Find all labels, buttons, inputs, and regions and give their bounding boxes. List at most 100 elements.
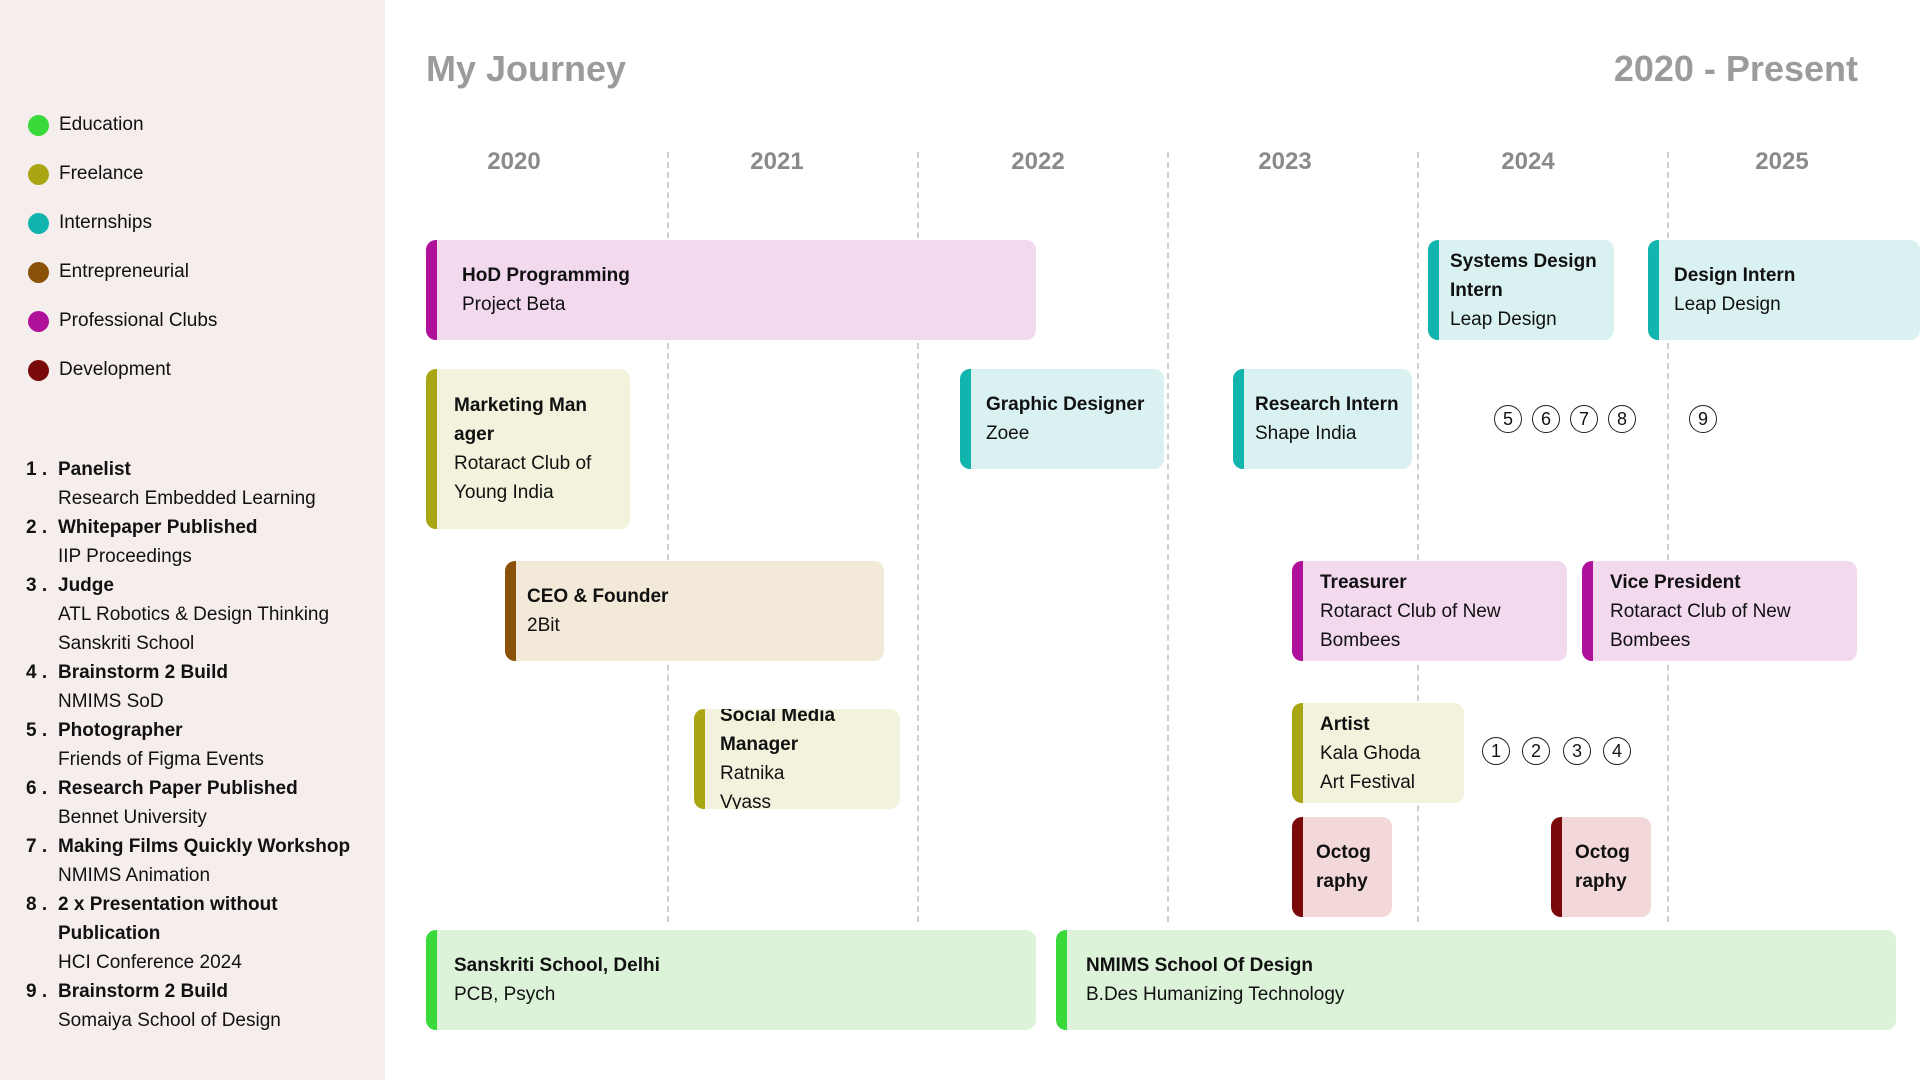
- legend-item: Education: [28, 111, 144, 139]
- legend-label: Entrepreneurial: [59, 261, 189, 282]
- legend-dot-icon: [28, 212, 49, 234]
- legend-dot-icon: [28, 359, 49, 381]
- timeline-card: Octography: [1551, 817, 1651, 917]
- achievement-title: Whitepaper Published: [58, 517, 258, 538]
- achievement-detail: Somaiya School of Design: [58, 1010, 281, 1031]
- achievement-marker-icon: 4: [1603, 737, 1631, 765]
- card-title: Artist: [1320, 713, 1370, 735]
- achievement-title: Panelist: [58, 459, 131, 480]
- category-bar: [1428, 240, 1439, 340]
- card-title: Research Intern: [1255, 394, 1399, 415]
- achievement-number: 7 .: [26, 836, 48, 857]
- category-bar: [1056, 930, 1067, 1030]
- achievement-marker-icon: 8: [1608, 405, 1636, 433]
- achievement-marker-icon: 7: [1570, 405, 1598, 433]
- achievement-heading: 3 . Judge: [26, 571, 371, 600]
- achievement-detail: NMIMS SoD: [58, 691, 164, 712]
- category-bar: [1292, 703, 1303, 803]
- achievement-detail: IIP Proceedings: [58, 546, 192, 567]
- category-bar: [426, 369, 437, 529]
- achievement-heading: 7 . Making Films Quickly Workshop: [26, 832, 371, 861]
- achievement-heading: 5 . Photographer: [26, 716, 371, 745]
- legend-item: Development: [28, 356, 171, 384]
- legend-item: Internships: [28, 209, 152, 237]
- card-subtitle: Rotaract Club of New Bombees: [1610, 600, 1791, 651]
- achievement-heading: 2 . Whitepaper Published: [26, 513, 371, 542]
- category-bar: [1292, 817, 1303, 917]
- year-divider: [667, 152, 669, 922]
- year-label: 2025: [1755, 148, 1809, 175]
- card-title: Design Intern: [1674, 265, 1796, 286]
- achievement-number: 5 .: [26, 720, 48, 741]
- achievement-number: 2 .: [26, 517, 48, 538]
- category-bar: [1582, 561, 1593, 661]
- achievement-detail: Friends of Figma Events: [58, 749, 264, 770]
- legend-label: Education: [59, 114, 144, 135]
- card-subtitle: Leap Design: [1674, 294, 1781, 315]
- achievement-marker-icon: 3: [1563, 737, 1591, 765]
- card-subtitle: Rotaract Club of New Bombees: [1320, 600, 1501, 651]
- achievement-heading: 4 .Brainstorm 2 Build: [26, 658, 371, 687]
- category-bar: [960, 369, 971, 469]
- card-title: Graphic Designer: [986, 394, 1145, 415]
- card-subtitle: Leap Design: [1450, 308, 1557, 330]
- year-label: 2021: [750, 148, 804, 175]
- card-title: Marketing Manager: [454, 395, 588, 445]
- timeline-card: CEO & Founder 2Bit: [505, 561, 884, 661]
- achievement-title: Research Paper Published: [58, 778, 298, 799]
- card-title: CEO & Founder: [527, 586, 669, 607]
- card-subtitle: Shape India: [1255, 423, 1357, 444]
- legend-dot-icon: [28, 310, 49, 332]
- achievement-number: 8 .: [26, 894, 48, 915]
- achievement-title: 2 x Presentation without Publication: [58, 894, 278, 944]
- legend-label: Internships: [59, 212, 152, 233]
- achievement-marker-icon: 6: [1532, 405, 1560, 433]
- achievement-title: Photographer: [58, 720, 183, 741]
- achievement-number: 4 .: [26, 662, 48, 683]
- card-title: Sanskriti School, Delhi: [454, 955, 660, 976]
- category-bar: [1292, 561, 1303, 661]
- year-label: 2023: [1258, 148, 1312, 175]
- card-title: Octography: [1316, 842, 1371, 892]
- card-title: Treasurer: [1320, 571, 1407, 593]
- year-divider: [1167, 152, 1169, 922]
- achievement-detail: Bennet University: [58, 807, 207, 828]
- legend-label: Professional Clubs: [59, 310, 218, 331]
- legend-dot-icon: [28, 163, 49, 185]
- legend-dot-icon: [28, 114, 49, 136]
- achievement-detail: NMIMS Animation: [58, 865, 211, 886]
- achievement-detail: ATL Robotics & Design Thinking: [58, 604, 330, 625]
- achievement-title: Judge: [58, 575, 114, 596]
- card-subtitle: PCB, Psych: [454, 984, 556, 1005]
- card-subtitle: Zoee: [986, 423, 1030, 444]
- date-range: 2020 - Present: [1613, 48, 1858, 89]
- achievement-number: 9 .: [26, 981, 48, 1002]
- card-subtitle: 2Bit: [527, 615, 560, 636]
- year-label: 2020: [487, 148, 541, 175]
- achievement-heading: 1 .Panelist: [26, 455, 371, 484]
- achievement-detail: HCI Conference 2024: [58, 952, 242, 973]
- year-label: 2022: [1011, 148, 1065, 175]
- achievement-title: Making Films Quickly Workshop: [58, 836, 351, 857]
- achievement-number: 3 .: [26, 575, 48, 596]
- card-subtitle: B.Des Humanizing Technology: [1086, 984, 1345, 1005]
- card-title: Vice President: [1610, 571, 1741, 593]
- category-bar: [505, 561, 516, 661]
- achievement-detail: Sanskriti School: [58, 633, 195, 654]
